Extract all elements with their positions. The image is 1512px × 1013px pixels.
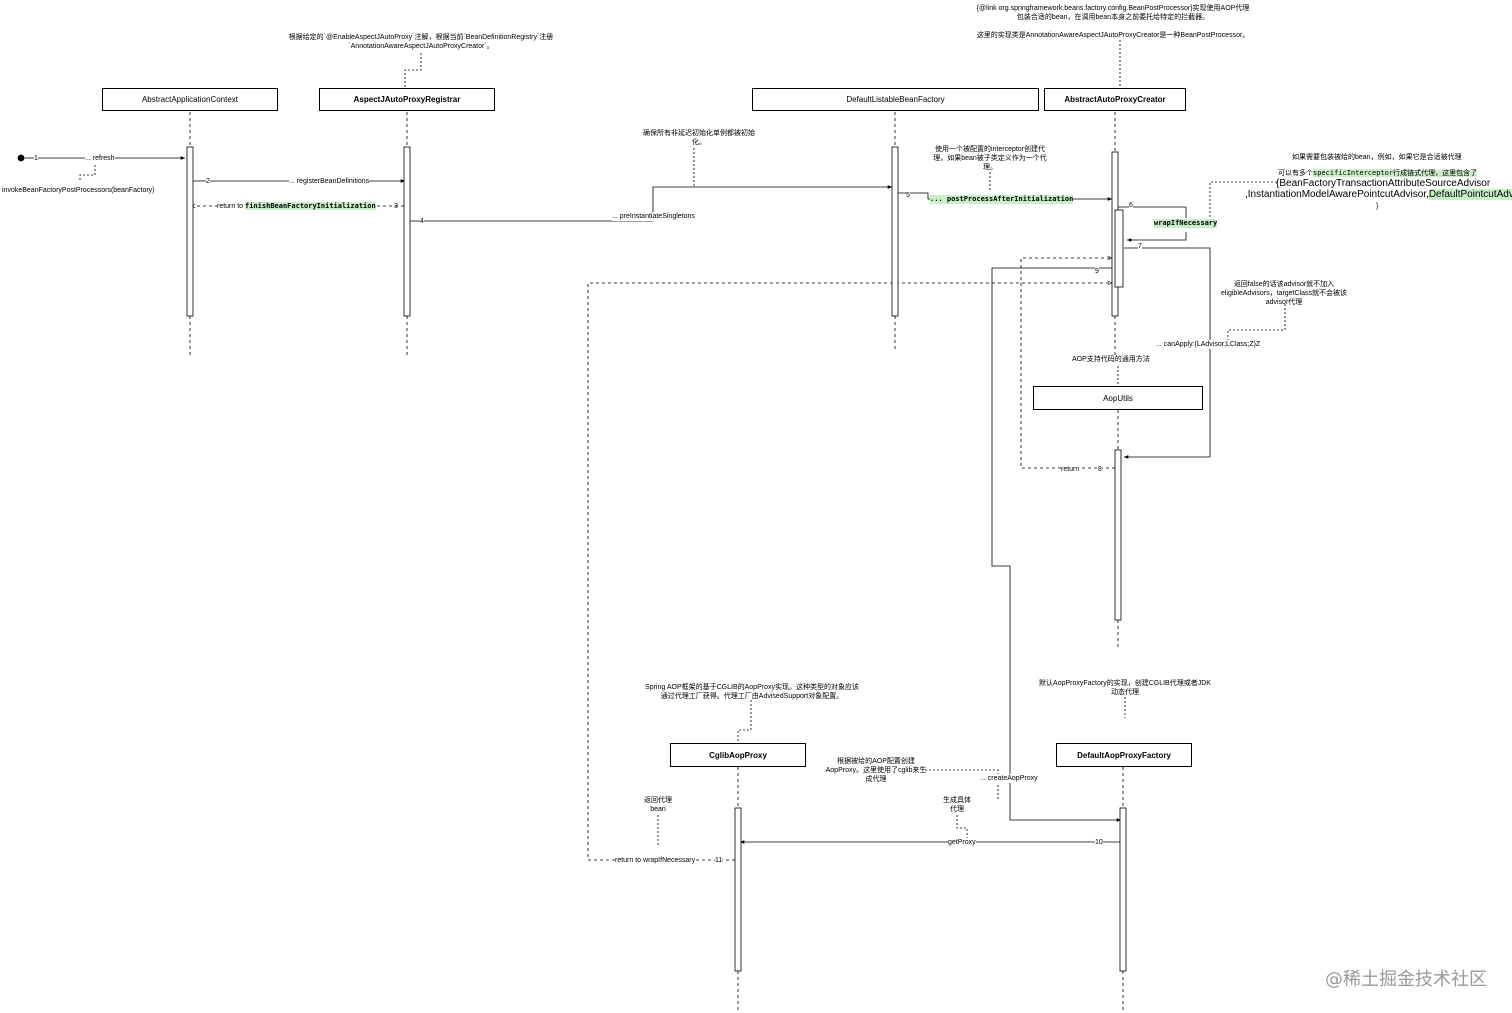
msg-4-arrow: [410, 185, 892, 222]
note-wrap-line-4: ,InstantiationModelAwarePointcutAdvisor,…: [1245, 189, 1512, 201]
note-generate: 生成具体 代理: [937, 796, 977, 814]
msg-4-number: 4: [420, 217, 424, 226]
note-connector-create-cfg: [925, 769, 999, 800]
note-connector-invoke: [79, 165, 96, 182]
note-interceptor: 使用一个被配置的interceptor创建代 理，如果bean被子类定义作为一个…: [928, 145, 1052, 172]
msg-9-number: 9: [1095, 267, 1099, 276]
participant-abstract-application-context: AbstractApplicationContext: [102, 88, 278, 111]
activation-aspectj-auto-proxy-registrar: [403, 146, 411, 317]
msg-4-label: ... preInstantiateSingletons: [612, 212, 695, 221]
note-preinstantiate-line-2: 化。: [692, 139, 706, 146]
msg-3-label: return to finishBeanFactoryInitializatio…: [217, 202, 376, 211]
msg-8-arrow: [1020, 258, 1115, 469]
participant-default-aop-proxy-factory: DefaultAopProxyFactory: [1056, 743, 1192, 767]
note-eligible-line-3: advisor代理: [1265, 299, 1303, 306]
msg-11-label: return to wrapIfNecessary: [615, 856, 696, 865]
note-registrar-line-1: 根据给定的`@EnableAspectJAutoProxy`注解，根据当前`Be…: [288, 34, 554, 41]
participant-aspectj-auto-proxy-registrar: AspectJAutoProxyRegistrar: [319, 88, 495, 111]
msg-7-arrow: [1127, 232, 1187, 242]
note-create-config-line-2: AopProxy。这里使用了cglib来生: [825, 767, 927, 774]
note-wrap-line-2-code: specificInterceptor: [1313, 169, 1394, 177]
note-wrap-line-2-suffix: 行成链式代理，这里包含了: [1393, 170, 1478, 177]
note-wrap-line-1: 如果需要包装被给的bean，例如，如果它是合适被代理: [1292, 154, 1462, 161]
msg-8-number: 8: [1098, 465, 1102, 474]
watermark: @稀土掘金技术社区: [1325, 969, 1487, 990]
note-creator: {@link org.springframework.beans.factory…: [968, 4, 1258, 40]
msg-can-apply-arrow: [1124, 247, 1211, 459]
initial-node: [17, 154, 25, 162]
note-interceptor-line-2: 理，如果bean被子类定义作为一个代: [933, 155, 1047, 162]
msg-1-label: ... refresh: [85, 154, 115, 163]
note-invoke-bfpp: invokeBeanFactoryPostProcessors(beanFact…: [2, 187, 155, 194]
msg-10-number: 10: [1095, 838, 1103, 847]
msg-3-prefix: return to: [217, 203, 244, 210]
note-preinstantiate: 确保所有非延迟初始化单例都被初始 化。: [637, 129, 761, 147]
note-cglib-line-1: Spring AOP框架的基于CGLIB的AopProxy实现。这种类型的对象应…: [645, 684, 859, 691]
note-creator-line-3: 这里的实现类是AnnotationAwareAspectJAutoProxyCr…: [976, 32, 1250, 39]
note-interceptor-line-1: 使用一个被配置的interceptor创建代: [934, 146, 1046, 153]
msg-11-number: 11: [715, 856, 723, 865]
msg-8-label: return: [1061, 465, 1080, 474]
participant-aop-utils: AopUtils: [1033, 386, 1203, 410]
note-wrap-line-5: }: [1376, 203, 1379, 210]
note-create-config: 根据被给的AOP配置创建 AopProxy。这里使用了cglib来生 成代理: [820, 757, 932, 784]
note-default-factory-line-1: 默认AopProxyFactory的实现，创建CGLIB代理或者JDK: [1039, 680, 1211, 687]
note-return-proxy-line-2: bean: [650, 806, 666, 813]
note-connector-eligible: [1227, 304, 1286, 343]
participant-default-listable-bean-factory: DefaultListableBeanFactory: [752, 88, 1039, 111]
note-default-factory: 默认AopProxyFactory的实现，创建CGLIB代理或者JDK 动态代理: [1028, 679, 1222, 697]
msg-3-number: 3: [394, 203, 398, 210]
msg-create-aop-proxy-label: ... createAopProxy: [980, 774, 1038, 783]
note-interceptor-line-3: 理。: [983, 164, 997, 171]
note-eligible-line-1: 返回false的话该advisor就不加入: [1233, 281, 1335, 288]
participant-abstract-auto-proxy-creator: AbstractAutoProxyCreator: [1044, 88, 1186, 111]
activation-abstract-auto-proxy-creator-inner: [1114, 209, 1124, 288]
activation-default-aop-proxy-factory: [1119, 807, 1127, 972]
msg-2-label: ... registerBeanDefinitions: [289, 177, 370, 186]
note-cglib-line-2: 通过代理工厂获得。代理工厂由AdvisedSupport对象配置。: [660, 693, 844, 700]
note-generate-line-2: 代理: [950, 806, 964, 813]
note-wrap-line-4-highlight: DefaultPointcutAdvisor: [1428, 189, 1512, 200]
activation-default-listable-bean-factory: [891, 146, 899, 317]
activation-abstract-application-context: [186, 146, 194, 317]
note-wrap-line-2: 可以有多个specificInterceptor行成链式代理，这里包含了: [1278, 169, 1478, 178]
msg-2-number: 2: [206, 177, 210, 186]
note-creator-line-2: 包装合适的bean，在调用bean本身之前委托给特定的拦截器。: [1016, 14, 1210, 21]
note-cglib: Spring AOP框架的基于CGLIB的AopProxy实现。这种类型的对象应…: [640, 683, 864, 701]
activation-aop-utils: [1114, 449, 1122, 621]
note-generate-line-1: 生成具体: [943, 797, 971, 804]
msg-6-arrow: [1118, 206, 1187, 218]
msg-6-label: wrapIfNecessary: [1154, 219, 1218, 228]
note-connector-cglib: [737, 700, 752, 743]
activation-cglib-aop-proxy: [734, 807, 742, 972]
note-wrap-line-3: {BeanFactoryTransactionAttributeSourceAd…: [1276, 178, 1491, 189]
note-aop-general: AOP支持代码的通用方法: [1072, 356, 1150, 363]
msg-3-code: finishBeanFactoryInitialization: [245, 202, 376, 210]
msg-7-number: 7: [1138, 242, 1142, 251]
note-eligible-line-2: eligibleAdvisors，targetClass就不会被该: [1220, 290, 1348, 297]
msg-6-number: 6: [1129, 201, 1133, 210]
note-wrap-line-2-prefix: 可以有多个: [1278, 170, 1313, 177]
note-creator-line-1: {@link org.springframework.beans.factory…: [976, 5, 1250, 12]
msg-10-label: getProxy: [948, 838, 976, 847]
msg-5-label: ... postProcessAfterInitialization: [930, 195, 1074, 204]
note-return-proxy-line-1: 返回代理: [644, 797, 672, 804]
note-preinstantiate-line-1: 确保所有非延迟初始化单例都被初始: [643, 130, 755, 137]
msg-can-apply-label: ... canApply:(LAdvisor;LClass;Z)Z: [1156, 340, 1261, 349]
note-registrar: 根据给定的`@EnableAspectJAutoProxy`注解，根据当前`Be…: [285, 33, 557, 51]
note-return-proxy: 返回代理 bean: [638, 796, 678, 814]
msg-9-arrow: [991, 267, 1121, 822]
note-eligible: 返回false的话该advisor就不加入 eligibleAdvisors，t…: [1215, 280, 1353, 307]
note-create-config-line-1: 根据被给的AOP配置创建: [837, 758, 915, 765]
note-create-config-line-3: 成代理: [865, 776, 887, 783]
participant-cglib-aop-proxy: CglibAopProxy: [670, 743, 806, 767]
msg-1-number: 1: [34, 154, 38, 163]
note-default-factory-line-2: 动态代理: [1111, 689, 1139, 696]
note-registrar-line-2: `AnnotationAwareAspectJAutoProxyCreator`…: [348, 43, 494, 50]
note-connector-registrar: [404, 53, 422, 88]
note-connector-gen: [956, 815, 968, 840]
msg-5-number: 5: [906, 191, 910, 200]
note-wrap-line-4-prefix: ,InstantiationModelAwarePointcutAdvisor,: [1245, 189, 1429, 200]
